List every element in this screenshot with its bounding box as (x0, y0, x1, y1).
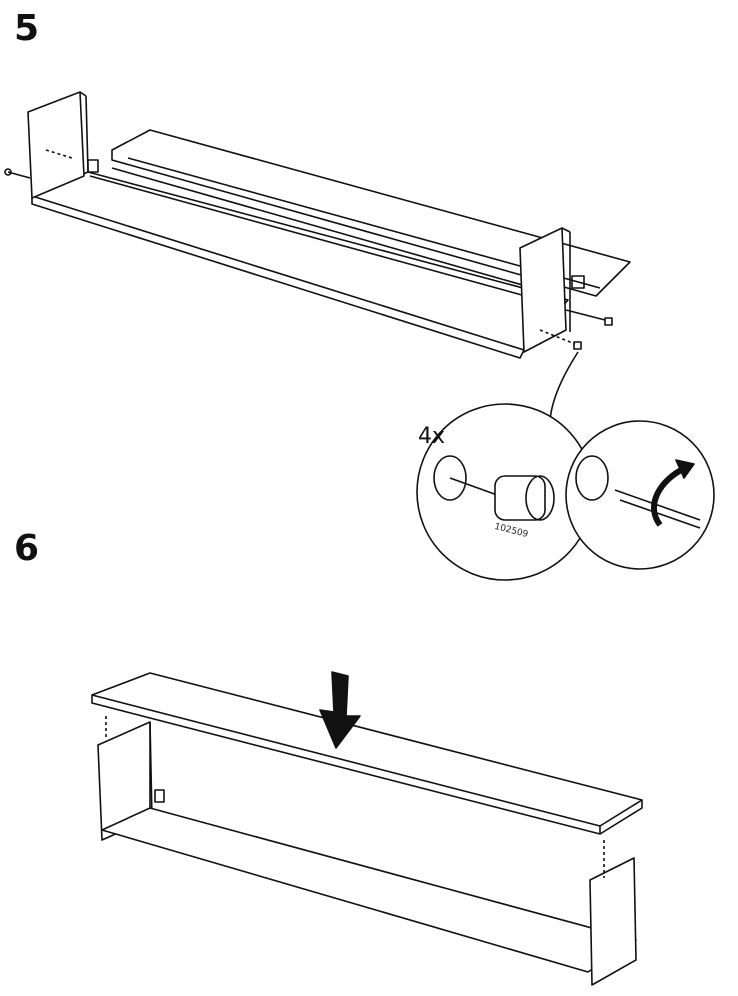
step-number-6: 6 (14, 528, 40, 569)
step6-carcass (97, 716, 637, 986)
step-number-5: 5 (14, 8, 40, 49)
step5-cam-lock-detail (416, 403, 594, 581)
quantity-label: 4x (418, 424, 446, 449)
step5-left-side-panel (4, 91, 99, 199)
step5-right-side-panel (519, 227, 613, 353)
down-arrow-icon (319, 671, 361, 749)
step5-screwdriver-detail (565, 420, 715, 570)
step6-top-panel (91, 672, 643, 835)
